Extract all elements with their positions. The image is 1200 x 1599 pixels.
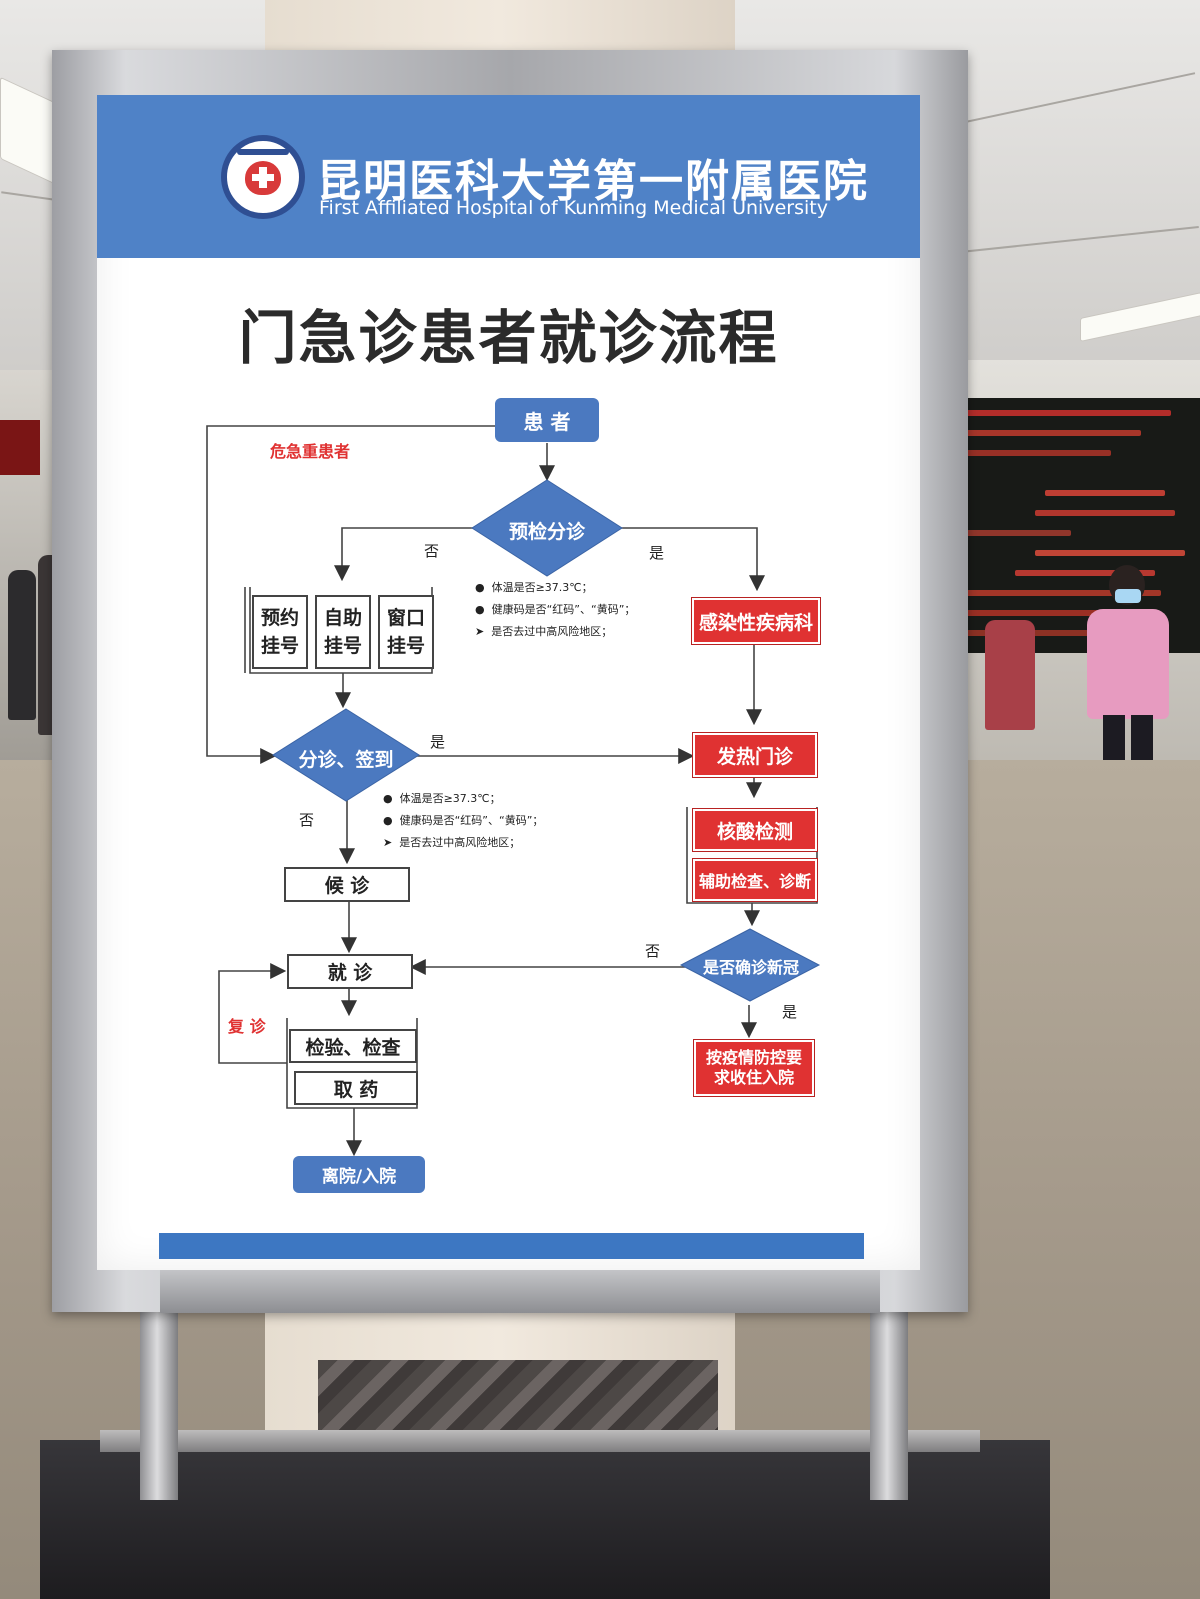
hospital-logo — [221, 135, 305, 219]
triage-note-3: ➤ 是否去过中高风险地区； — [383, 836, 521, 849]
sign-frame-bottom — [160, 1268, 880, 1313]
precheck-diamond — [471, 479, 623, 577]
triage-diamond — [272, 708, 420, 802]
seated-person — [985, 620, 1035, 730]
waiting-node: 候 诊 — [284, 867, 410, 902]
covid-no-label: 否 — [645, 942, 661, 960]
critical-patient-label: 危急重患者 — [270, 442, 351, 461]
precheck-notes: ● 体温是否≥37.3℃； ● 健康码是否“红码”、“黄码”； ➤ 是否去过中高… — [475, 577, 635, 643]
poster-header: 昆明医科大学第一附属医院 First Affiliated Hospital o… — [97, 95, 920, 258]
red-sign — [0, 420, 40, 475]
covid-admission-node: 按疫情防控要求收住入院 — [694, 1040, 814, 1096]
precheck-node: 预检分诊 — [508, 521, 585, 543]
appointment-registration-node: 预约挂号 — [252, 595, 308, 669]
auxiliary-exam-node: 辅助检查、诊断 — [693, 859, 817, 901]
nucleic-acid-test-node: 核酸检测 — [693, 809, 817, 851]
pharmacy-node: 取 药 — [294, 1071, 418, 1105]
precheck-note-2: ● 健康码是否“红码”、“黄码”； — [475, 603, 636, 616]
triage-node: 分诊、签到 — [298, 749, 394, 771]
consultation-node: 就 诊 — [287, 954, 413, 989]
poster-title: 门急诊患者就诊流程 — [238, 304, 779, 372]
poster-footer-band — [159, 1233, 864, 1259]
triage-notes: ● 体温是否≥37.3℃； ● 健康码是否“红码”、“黄码”； ➤ 是否去过中高… — [383, 788, 543, 854]
stand-leg — [870, 1300, 908, 1500]
revisit-label: 复 诊 — [228, 1017, 266, 1036]
stand-leg — [140, 1300, 178, 1500]
precheck-no-label: 否 — [424, 542, 440, 560]
precheck-note-3: ➤ 是否去过中高风险地区； — [475, 625, 613, 638]
lab-exam-node: 检验、检查 — [289, 1029, 417, 1063]
hospital-name-cn: 昆明医科大学第一附属医院 — [317, 156, 869, 207]
led-display-board — [955, 398, 1200, 653]
covid-confirm-node: 是否确诊新冠 — [702, 958, 799, 977]
covid-diamond — [679, 928, 821, 1002]
patient-node: 患 者 — [495, 398, 599, 442]
background-person — [8, 570, 36, 720]
infectious-disease-dept-node: 感染性疾病科 — [692, 598, 820, 644]
covid-yes-label: 是 — [782, 1003, 798, 1021]
triage-yes-label: 是 — [430, 733, 446, 751]
fever-clinic-node: 发热门诊 — [693, 733, 817, 777]
window-registration-node: 窗口挂号 — [378, 595, 434, 669]
flowchart-poster: 昆明医科大学第一附属医院 First Affiliated Hospital o… — [97, 95, 920, 1270]
triage-no-label: 否 — [299, 811, 315, 829]
triage-note-1: ● 体温是否≥37.3℃； — [383, 792, 501, 805]
self-service-registration-node: 自助挂号 — [315, 595, 371, 669]
discharge-admission-node: 离院/入院 — [293, 1156, 425, 1193]
triage-note-2: ● 健康码是否“红码”、“黄码”； — [383, 814, 544, 827]
precheck-note-1: ● 体温是否≥37.3℃； — [475, 581, 593, 594]
flowchart-connectors — [206, 425, 821, 1157]
precheck-yes-label: 是 — [649, 544, 665, 562]
stand-base-top — [100, 1430, 980, 1452]
hospital-name-en: First Affiliated Hospital of Kunming Med… — [319, 197, 828, 219]
